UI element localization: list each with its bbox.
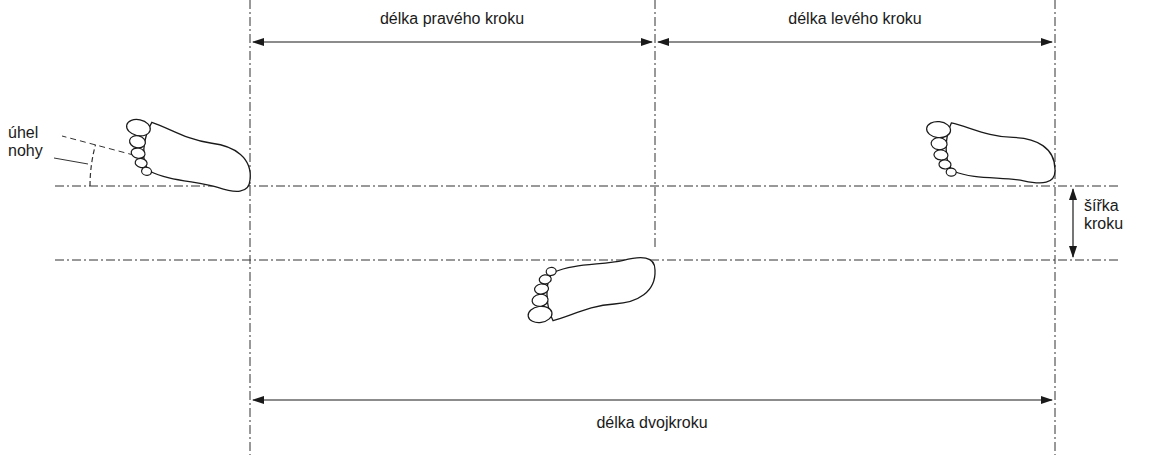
dimension-arrows bbox=[253, 42, 1073, 400]
dimension-arrow bbox=[253, 41, 652, 42]
dimension-arrow bbox=[658, 41, 1052, 42]
heel-line bbox=[1055, 0, 1056, 455]
leader-line bbox=[54, 158, 88, 164]
dimension-label: úhel nohy bbox=[8, 124, 54, 161]
dimension-label: délka dvojkroku bbox=[596, 414, 707, 432]
dimension-arrow bbox=[253, 399, 1052, 400]
dimension-label: délka pravého kroku bbox=[380, 10, 524, 28]
heel-line bbox=[250, 0, 251, 455]
walking-line bbox=[55, 260, 1120, 261]
foot-print bbox=[922, 120, 1059, 187]
foot-print bbox=[522, 253, 660, 324]
heel-line bbox=[655, 0, 656, 250]
angle-arc bbox=[90, 145, 96, 186]
foot-print bbox=[117, 117, 257, 196]
dimension-label: délka levého kroku bbox=[788, 10, 921, 28]
dimension-label: šířka kroku bbox=[1084, 197, 1146, 234]
reference-lines bbox=[55, 0, 1120, 455]
dimension-arrow bbox=[1072, 189, 1073, 257]
